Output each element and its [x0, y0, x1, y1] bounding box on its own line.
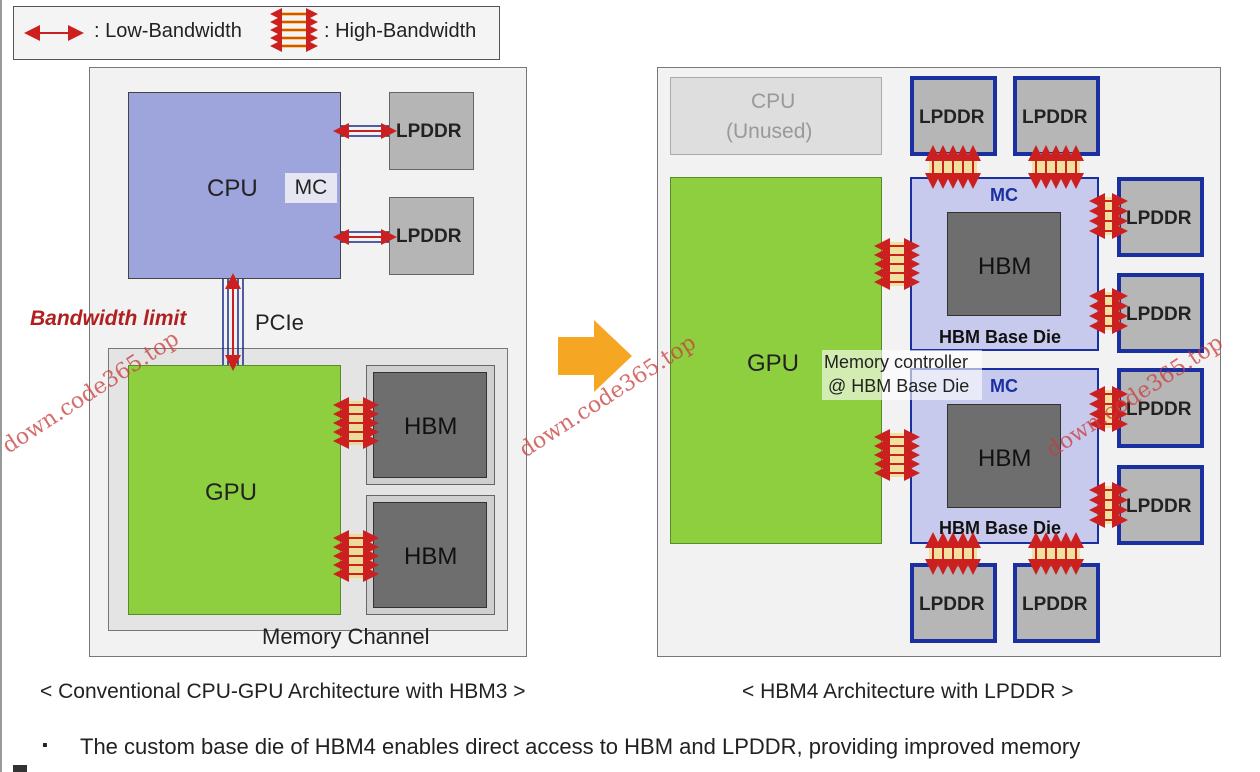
lpddr-label: LPDDR [919, 594, 985, 615]
mc-label: MC [990, 185, 1018, 205]
lpddr-label: LPDDR [1022, 107, 1088, 128]
lpddr-block: LPDDR [389, 197, 474, 275]
hbm-die: HBM [373, 502, 487, 608]
cpu-unused-label: CPU [751, 90, 796, 113]
cpu-unused-note: (Unused) [726, 120, 813, 143]
bullet-marker: ▪ [42, 737, 48, 754]
hbm-label: HBM [404, 543, 458, 570]
lpddr-label: LPDDR [919, 107, 985, 128]
base-die-label: HBM Base Die [939, 327, 1062, 347]
legend: : Low-Bandwidth : High-Bandwidth [13, 6, 500, 60]
gpu-label: GPU [747, 350, 800, 377]
cpu-unused-block: CPU (Unused) [670, 77, 882, 155]
mc-label: MC [285, 173, 337, 203]
lpddr-label: LPDDR [396, 121, 462, 142]
left-edge-line [0, 0, 2, 772]
legend-low-label: : Low-Bandwidth [94, 20, 242, 42]
lpddr-label: LPDDR [1126, 399, 1192, 420]
lpddr-block: LPDDR [1013, 76, 1100, 156]
hbm-label: HBM [978, 253, 1032, 280]
lpddr-label: LPDDR [1126, 304, 1192, 325]
conventional-caption: < Conventional CPU-GPU Architecture with… [40, 680, 526, 703]
hbm-label: HBM [978, 445, 1032, 472]
gpu-block: GPU [128, 365, 341, 615]
hbm-die: HBM [947, 404, 1061, 508]
bullet-text: The custom base die of HBM4 enables dire… [80, 734, 1081, 759]
lane-band [1097, 197, 1120, 235]
lpddr-label: LPDDR [1022, 594, 1088, 615]
lpddr-block: LPDDR [910, 563, 997, 643]
lane-band [1097, 486, 1120, 524]
lpddr-label: LPDDR [1126, 496, 1192, 517]
cpu-block: CPU MC [128, 92, 341, 279]
page-marker [13, 765, 27, 772]
lane-band [1097, 292, 1120, 330]
lpddr-label: LPDDR [1126, 208, 1192, 229]
lpddr-label: LPDDR [396, 226, 462, 247]
pcie-label: PCIe [255, 310, 304, 335]
mc-label: MC [990, 376, 1018, 396]
hbm-label: HBM [404, 413, 458, 440]
mc-note-line1: Memory controller [824, 352, 969, 372]
bandwidth-limit-label: Bandwidth limit [30, 307, 187, 330]
hbm-die: HBM [947, 212, 1061, 316]
mc-note: Memory controller @ HBM Base Die [822, 350, 982, 400]
cpu-label: CPU [207, 175, 258, 202]
lpddr-block: LPDDR [389, 92, 474, 170]
mc-note-line2: @ HBM Base Die [828, 376, 970, 396]
lpddr-block: LPDDR [1117, 273, 1204, 353]
legend-high-label: : High-Bandwidth [324, 20, 477, 42]
lpddr-block: LPDDR [1117, 465, 1204, 545]
hbm4-caption: < HBM4 Architecture with LPDDR > [742, 680, 1074, 703]
gpu-label: GPU [205, 479, 258, 506]
memory-channel-label: Memory Channel [262, 624, 430, 649]
